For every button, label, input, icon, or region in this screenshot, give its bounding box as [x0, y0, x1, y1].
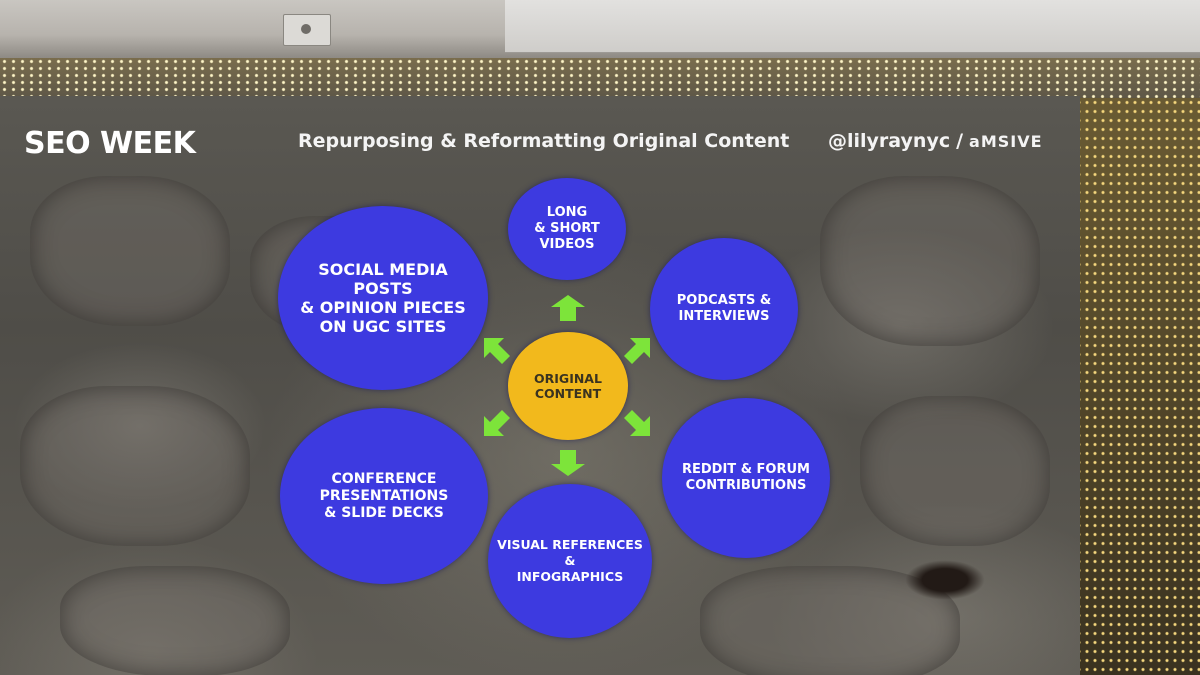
- ceiling-fixture: [283, 14, 331, 46]
- node-social-media: SOCIAL MEDIA POSTS & OPINION PIECES ON U…: [278, 206, 488, 390]
- node-videos-label: LONG & SHORT VIDEOS: [534, 205, 600, 252]
- arrow-down-icon: [551, 450, 585, 476]
- node-reddit-label: REDDIT & FORUM CONTRIBUTIONS: [681, 462, 810, 493]
- twitter-handle: @lilyraynyc: [828, 130, 951, 152]
- seo-week-logo: SEO WEEK: [24, 126, 196, 161]
- handle-separator: /: [956, 130, 964, 152]
- node-conference: CONFERENCE PRESENTATIONS & SLIDE DECKS: [280, 408, 488, 584]
- node-infographics-label: VISUAL REFERENCES & INFOGRAPHICS: [497, 537, 643, 584]
- arrow-up-right-icon: [624, 338, 650, 364]
- node-videos: LONG & SHORT VIDEOS: [508, 178, 626, 280]
- stone-texture: [30, 176, 230, 326]
- audience-head: [905, 560, 985, 600]
- amsive-logo: aMSIVE: [969, 132, 1043, 151]
- node-podcasts: PODCASTS & INTERVIEWS: [650, 238, 798, 380]
- ceiling-panel: [505, 0, 1200, 53]
- arrow-up-left-icon: [484, 338, 510, 364]
- projected-slide: SEO WEEK Repurposing & Reformatting Orig…: [0, 96, 1080, 675]
- stone-texture: [860, 396, 1050, 546]
- arrow-down-right-icon: [624, 410, 650, 436]
- center-label: ORIGINAL CONTENT: [534, 371, 602, 401]
- speaker-handle: @lilyraynyc/ aMSIVE: [828, 130, 1043, 152]
- stone-texture: [820, 176, 1040, 346]
- node-conference-label: CONFERENCE PRESENTATIONS & SLIDE DECKS: [319, 470, 449, 521]
- node-reddit: REDDIT & FORUM CONTRIBUTIONS: [662, 398, 830, 558]
- gold-sequin-wall: [1075, 98, 1200, 675]
- arrow-up-icon: [551, 295, 585, 321]
- stone-texture: [20, 386, 250, 546]
- node-social-media-label: SOCIAL MEDIA POSTS & OPINION PIECES ON U…: [300, 260, 466, 336]
- node-podcasts-label: PODCASTS & INTERVIEWS: [676, 293, 772, 324]
- stone-texture: [60, 566, 290, 675]
- node-original-content: ORIGINAL CONTENT: [508, 332, 628, 440]
- node-infographics: VISUAL REFERENCES & INFOGRAPHICS: [488, 484, 652, 638]
- slide-title: Repurposing & Reformatting Original Cont…: [298, 130, 790, 152]
- string-lights: [0, 58, 1200, 98]
- arrow-down-left-icon: [484, 410, 510, 436]
